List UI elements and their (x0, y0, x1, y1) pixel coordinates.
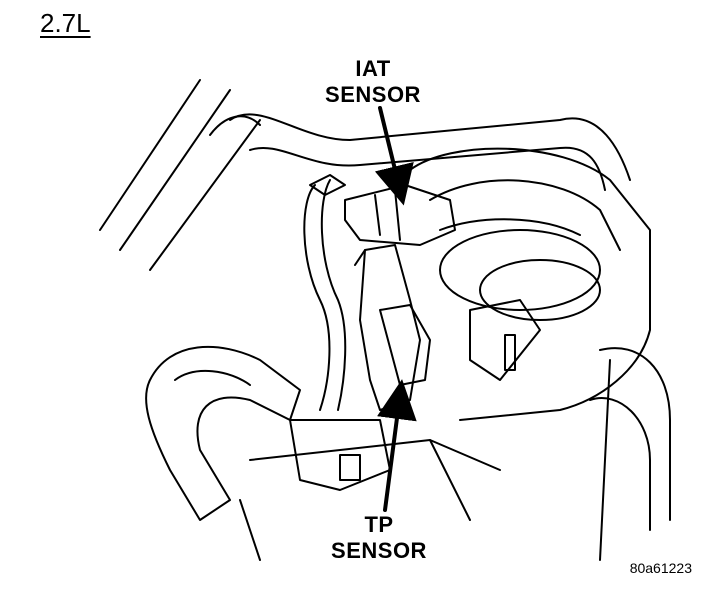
upper-air-hose (229, 113, 631, 181)
tp-callout-line2: SENSOR (331, 538, 427, 563)
wiring-harness (303, 184, 331, 411)
lower-hose (145, 345, 301, 521)
engine-label: 2.7L (40, 8, 91, 38)
iat-arrow (374, 106, 414, 206)
tp-sensor (359, 244, 421, 411)
tp-sensor-callout: TP SENSOR (324, 512, 434, 564)
tp-arrow (377, 379, 417, 512)
iat-sensor-callout: IAT SENSOR (318, 56, 428, 108)
throttle-body (409, 147, 651, 421)
tp-callout-line1: TP (364, 512, 394, 537)
iat-callout-line1: IAT (355, 56, 391, 81)
figure-id: 80a61223 (629, 560, 692, 576)
iat-callout-line2: SENSOR (325, 82, 421, 107)
